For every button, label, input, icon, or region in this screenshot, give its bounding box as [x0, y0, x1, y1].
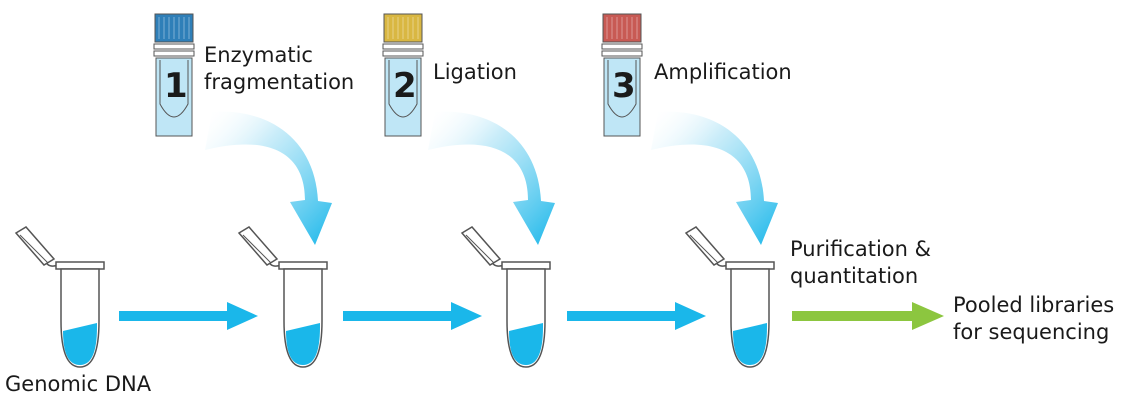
sample-liquid-1 — [63, 323, 97, 365]
label-purification: Purification & quantitation — [790, 236, 931, 290]
label-genomic-dna: Genomic DNA — [5, 372, 152, 396]
step-number-3: 3 — [612, 66, 636, 106]
step-label-1-line-1: Enzymatic — [204, 43, 313, 67]
reagent-body-2 — [384, 57, 422, 137]
reagent-tube-3 — [601, 13, 643, 137]
step-number-2: 2 — [393, 66, 417, 106]
step-label-2-line-1: Ligation — [433, 60, 517, 84]
reagent-tube-2 — [382, 13, 424, 137]
sample-liquid-3 — [509, 323, 543, 365]
label-purification-line-1: Purification & — [790, 237, 931, 261]
reagent-cap-1 — [154, 13, 194, 43]
reagent-cap-3 — [602, 13, 642, 43]
flow-arrow-3 — [567, 302, 706, 330]
label-pooled-line-2: for sequencing — [953, 320, 1110, 344]
curved-arrow-2 — [428, 111, 555, 245]
flow-arrow-1 — [119, 302, 258, 330]
reagent-body-1 — [155, 57, 193, 137]
label-purification-line-2: quantitation — [790, 264, 919, 288]
step-label-3: Amplification — [654, 59, 792, 86]
flow-arrow-2 — [343, 302, 482, 330]
reagent-body-3 — [603, 57, 641, 137]
label-pooled-libraries: Pooled libraries for sequencing — [953, 292, 1114, 346]
step-label-1-line-2: fragmentation — [204, 70, 355, 94]
sample-tube-fragmented — [237, 226, 328, 368]
step-label-2: Ligation — [433, 59, 517, 86]
final-arrow — [792, 302, 944, 330]
sample-liquid-4 — [733, 323, 767, 365]
sample-liquid-2 — [286, 323, 320, 365]
label-pooled-line-1: Pooled libraries — [953, 293, 1115, 317]
reagent-cap-2 — [383, 13, 423, 43]
curved-arrow-1 — [205, 111, 332, 245]
step-label-3-line-1: Amplification — [654, 60, 792, 84]
step-number-1: 1 — [164, 66, 188, 106]
sample-tube-genomic-dna — [14, 226, 105, 368]
reagent-tube-1 — [153, 13, 195, 137]
sample-tube-amplified — [684, 226, 775, 368]
curved-arrow-3 — [651, 111, 778, 245]
step-label-1: Enzymatic fragmentation — [204, 42, 354, 96]
sample-tube-ligated — [460, 226, 551, 368]
